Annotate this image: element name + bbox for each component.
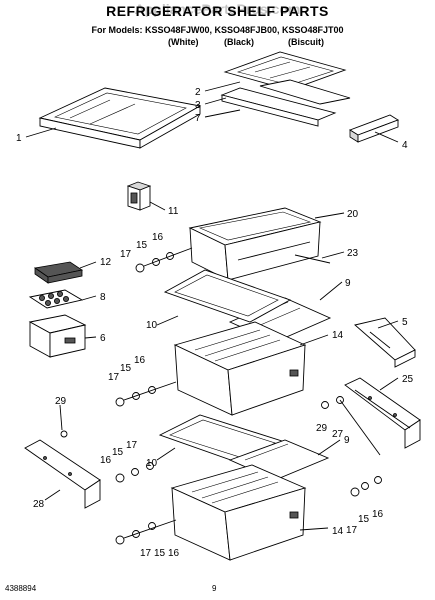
callout-5: 5 xyxy=(402,317,408,328)
leader-lines xyxy=(25,81,399,531)
part-crisper-pan-lower xyxy=(170,464,307,561)
callout-14-a: 14 xyxy=(332,330,344,341)
callout-7: 7 xyxy=(195,113,201,124)
part-bin xyxy=(28,314,87,358)
callout-15-b: 15 xyxy=(120,363,132,374)
callout-9-a: 9 xyxy=(345,278,351,289)
callout-15-c: 15 xyxy=(112,447,124,458)
watermark: AppliancePartsPros.com xyxy=(134,1,301,17)
callout-17-d: 17 xyxy=(346,525,358,536)
callout-2: 2 xyxy=(195,87,201,98)
callout-16-e: 16 xyxy=(168,548,180,559)
callout-8: 8 xyxy=(100,292,106,303)
callout-16-d: 16 xyxy=(372,509,384,520)
callout-16-b: 16 xyxy=(134,355,146,366)
callout-9-b: 9 xyxy=(344,435,350,446)
callout-25: 25 xyxy=(402,374,414,385)
fastener-group-right xyxy=(321,396,382,497)
callout-15-a: 15 xyxy=(136,240,148,251)
callout-3: 3 xyxy=(195,100,201,111)
callout-17-b: 17 xyxy=(108,372,120,383)
part-slide-bracket xyxy=(344,377,421,449)
document-code: 4388894 xyxy=(5,584,37,593)
part-egg-holder xyxy=(28,289,84,309)
callout-17-e: 17 xyxy=(140,548,152,559)
part-cover xyxy=(126,181,152,211)
callout-1: 1 xyxy=(16,133,22,144)
page-title: REFRIGERATOR SHELF PARTS xyxy=(106,3,329,19)
callout-17-c: 17 xyxy=(126,440,138,451)
callout-6: 6 xyxy=(100,333,106,344)
part-bracket-right xyxy=(354,317,416,368)
fastener-group-mid xyxy=(115,381,177,407)
callout-23: 23 xyxy=(347,248,359,259)
callout-15-d: 15 xyxy=(358,514,370,525)
part-shelf-trim xyxy=(348,114,400,143)
part-rod xyxy=(294,254,331,264)
color-label-black: (Black) xyxy=(224,37,255,47)
callout-10-b: 10 xyxy=(146,458,158,469)
callout-4: 4 xyxy=(402,140,408,151)
part-tray xyxy=(33,261,84,284)
fastener-group-left xyxy=(60,430,154,483)
callout-16-c: 16 xyxy=(100,455,112,466)
callout-labels: 1 2 3 7 4 11 20 17 15 16 23 12 9 8 10 5 … xyxy=(16,87,414,559)
color-label-white: (White) xyxy=(168,37,199,47)
callout-14-b: 14 xyxy=(332,526,344,537)
callout-20: 20 xyxy=(347,209,359,220)
part-glass-shelf xyxy=(38,87,202,149)
callout-11: 11 xyxy=(168,206,179,217)
callout-29-a: 29 xyxy=(55,396,67,407)
part-crisper-pan-upper xyxy=(173,321,307,416)
part-framed-shelf xyxy=(220,51,351,127)
part-glass-insert-upper xyxy=(163,269,292,323)
callout-27: 27 xyxy=(332,429,344,440)
fastener-group-upper xyxy=(135,247,193,273)
callout-10-a: 10 xyxy=(146,320,158,331)
part-upper-pan xyxy=(188,207,322,281)
part-bracket-left xyxy=(24,439,101,509)
callout-28: 28 xyxy=(33,499,45,510)
callout-15-e: 15 xyxy=(154,548,166,559)
fastener-group-lower xyxy=(115,519,177,545)
color-label-biscuit: (Biscuit) xyxy=(288,37,324,47)
callout-16-a: 16 xyxy=(152,232,164,243)
callout-12: 12 xyxy=(100,257,112,268)
page-number: 9 xyxy=(212,584,217,593)
callout-29-b: 29 xyxy=(316,423,328,434)
callout-17-a: 17 xyxy=(120,249,132,260)
models-line: For Models: KSSO48FJW00, KSSO48FJB00, KS… xyxy=(91,25,344,35)
